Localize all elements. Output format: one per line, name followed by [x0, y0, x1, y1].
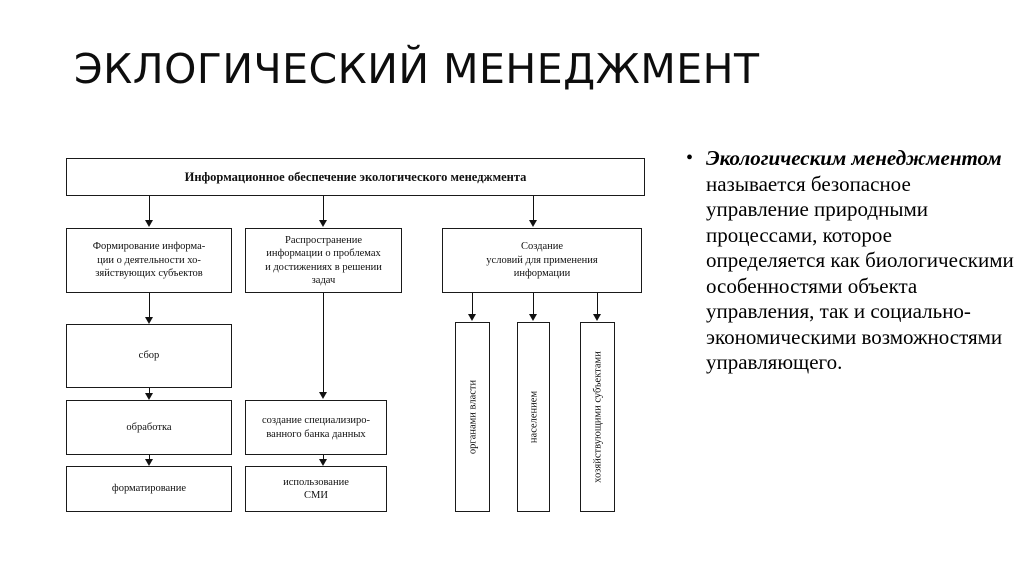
diagram-box-databank: создание специализиро- ванного банка дан…	[245, 400, 387, 455]
diagram-vbox-economic-entities: хозяйствующими субъектами	[580, 322, 615, 512]
connector-conditions-to-authorities	[472, 293, 473, 315]
definition-term: Экологическим менеджментом	[706, 146, 1002, 170]
definition-paragraph: Экологическим менеджментом называется бе…	[706, 146, 1016, 376]
list-item: • Экологическим менеджментом называется …	[686, 146, 1016, 376]
diagram-box-collection-label: сбор	[138, 350, 160, 362]
diagram-box-collection: сбор	[66, 324, 232, 388]
connector-sbor-to-obrabotka	[149, 388, 150, 394]
diagram-box-conditions-label: Создание условий для применения информац…	[486, 241, 598, 280]
arrowhead-root-to-l2-1	[144, 220, 153, 227]
diagram-vbox-population-label: населением	[528, 390, 539, 444]
diagram-box-processing: обработка	[66, 400, 232, 455]
arrowhead-sbor-to-obrabotka	[144, 393, 153, 400]
diagram-box-formatting: форматирование	[66, 466, 232, 512]
diagram-box-dissemination: Распространение информации о проблемах и…	[245, 228, 402, 293]
connector-dissemination-to-databank	[323, 293, 324, 393]
diagram-box-dissemination-label: Распространение информации о проблемах и…	[265, 234, 382, 286]
diagram-vbox-authorities: органами власти	[455, 322, 490, 512]
arrowhead-dissemination-to-databank	[318, 392, 327, 399]
connector-root-to-l2-1	[149, 196, 150, 221]
diagram-box-conditions: Создание условий для применения информац…	[442, 228, 642, 293]
connector-forming-to-sbor	[149, 293, 150, 318]
diagram-box-mass-media: использование СМИ	[245, 466, 387, 512]
diagram-vbox-authorities-label: органами власти	[467, 379, 478, 455]
diagram-box-formatting-label: форматирование	[111, 483, 187, 495]
page-title: ЭКЛОГИЧЕСКИЙ МЕНЕДЖМЕНТ	[74, 45, 760, 93]
diagram-box-forming-information: Формирование информа- ции о деятельности…	[66, 228, 232, 293]
arrowhead-root-to-l2-3	[528, 220, 537, 227]
arrowhead-obrabotka-to-formatirovanie	[144, 459, 153, 466]
connector-root-to-l2-3	[533, 196, 534, 221]
connector-conditions-to-economic-entities	[597, 293, 598, 315]
bullet-marker-icon: •	[686, 147, 694, 169]
diagram-box-root: Информационное обеспечение экологическог…	[66, 158, 645, 196]
connector-obrabotka-to-formatirovanie	[149, 455, 150, 460]
arrowhead-conditions-to-population	[528, 314, 537, 321]
arrowhead-conditions-to-economic-entities	[592, 314, 601, 321]
connector-databank-to-smi	[323, 455, 324, 460]
diagram-box-forming-information-label: Формирование информа- ции о деятельности…	[92, 241, 206, 280]
arrowhead-conditions-to-authorities	[467, 314, 476, 321]
arrowhead-forming-to-sbor	[144, 317, 153, 324]
connector-root-to-l2-2	[323, 196, 324, 221]
diagram-box-processing-label: обработка	[126, 421, 172, 433]
arrowhead-databank-to-smi	[318, 459, 327, 466]
diagram-box-databank-label: создание специализиро- ванного банка дан…	[262, 415, 370, 440]
diagram-vbox-population: населением	[517, 322, 550, 512]
diagram-vbox-economic-entities-label: хозяйствующими субъектами	[592, 351, 603, 483]
bullet-list: • Экологическим менеджментом называется …	[686, 146, 1016, 376]
arrowhead-root-to-l2-2	[318, 220, 327, 227]
definition-body: называется безопасное управление природн…	[706, 171, 1014, 375]
diagram-box-mass-media-label: использование СМИ	[283, 476, 349, 501]
diagram-box-root-label: Информационное обеспечение экологическог…	[184, 170, 527, 184]
connector-conditions-to-population	[533, 293, 534, 315]
